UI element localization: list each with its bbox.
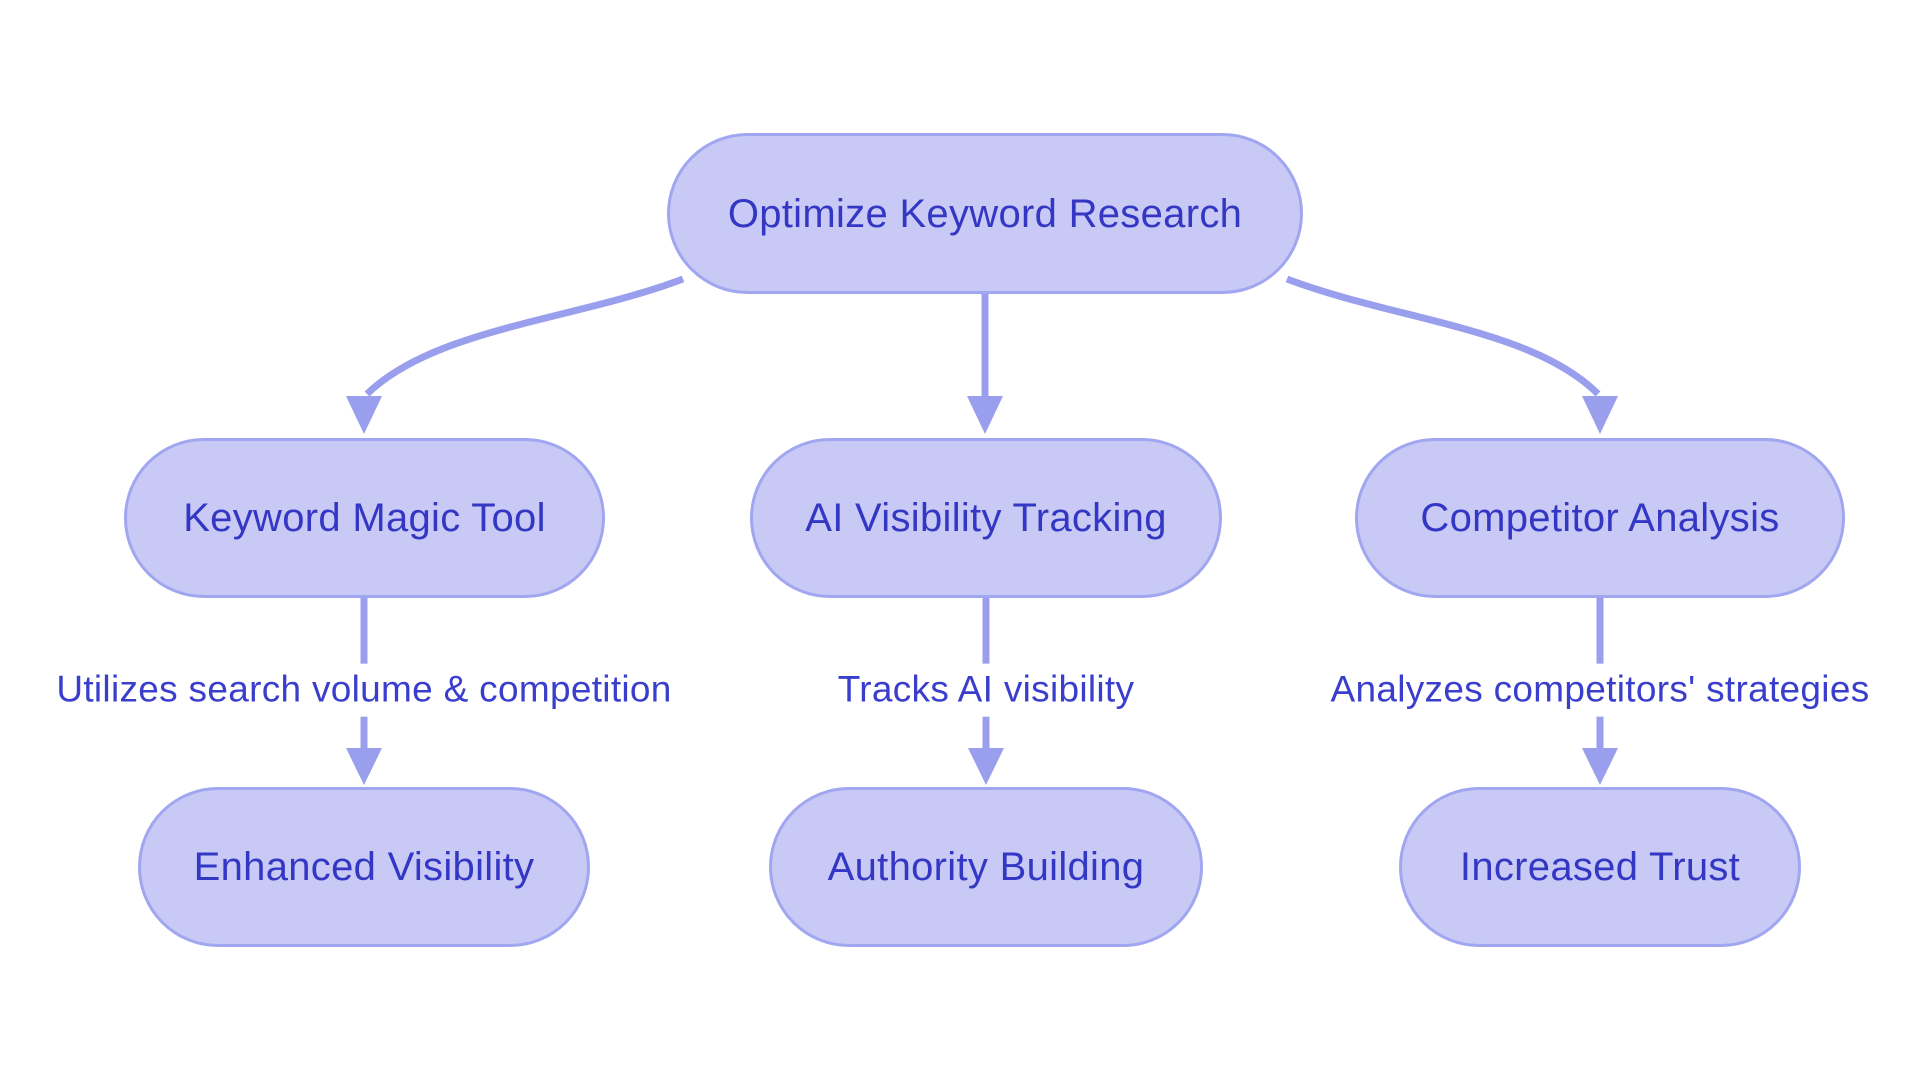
node-keyword-magic-tool-label: Keyword Magic Tool (183, 496, 546, 540)
node-ai-visibility-tracking-label: AI Visibility Tracking (805, 496, 1167, 540)
node-authority-building-label: Authority Building (827, 845, 1145, 889)
edge-label-tracks-ai-visibility: Tracks AI visibility (827, 663, 1145, 717)
node-competitor-analysis: Competitor Analysis (1355, 438, 1845, 598)
edge-label-analyzes-competitors-strategies: Analyzes competitors' strategies (1320, 663, 1880, 717)
node-enhanced-visibility: Enhanced Visibility (138, 787, 590, 947)
arrowhead-increased-trust (1582, 748, 1618, 785)
node-optimize-keyword-research: Optimize Keyword Research (667, 133, 1303, 294)
node-increased-trust: Increased Trust (1399, 787, 1801, 947)
edge-label-utilizes-search-volume: Utilizes search volume & competition (46, 663, 682, 717)
node-optimize-keyword-research-label: Optimize Keyword Research (727, 191, 1243, 236)
arrowhead-enhanced-visibility (346, 748, 382, 785)
edge-root-to-competitor-analysis (1285, 275, 1601, 397)
arrowhead-keyword-magic-tool (346, 396, 382, 434)
node-competitor-analysis-label: Competitor Analysis (1420, 496, 1780, 540)
node-ai-visibility-tracking: AI Visibility Tracking (750, 438, 1222, 598)
arrowhead-competitor-analysis (1582, 396, 1618, 434)
arrowhead-authority-building (968, 748, 1004, 785)
node-enhanced-visibility-label: Enhanced Visibility (193, 845, 535, 889)
node-increased-trust-label: Increased Trust (1459, 845, 1741, 889)
node-keyword-magic-tool: Keyword Magic Tool (124, 438, 605, 598)
edge-root-to-keyword-magic-tool (364, 275, 685, 397)
node-authority-building: Authority Building (769, 787, 1203, 947)
arrowhead-ai-visibility-tracking (967, 396, 1003, 434)
